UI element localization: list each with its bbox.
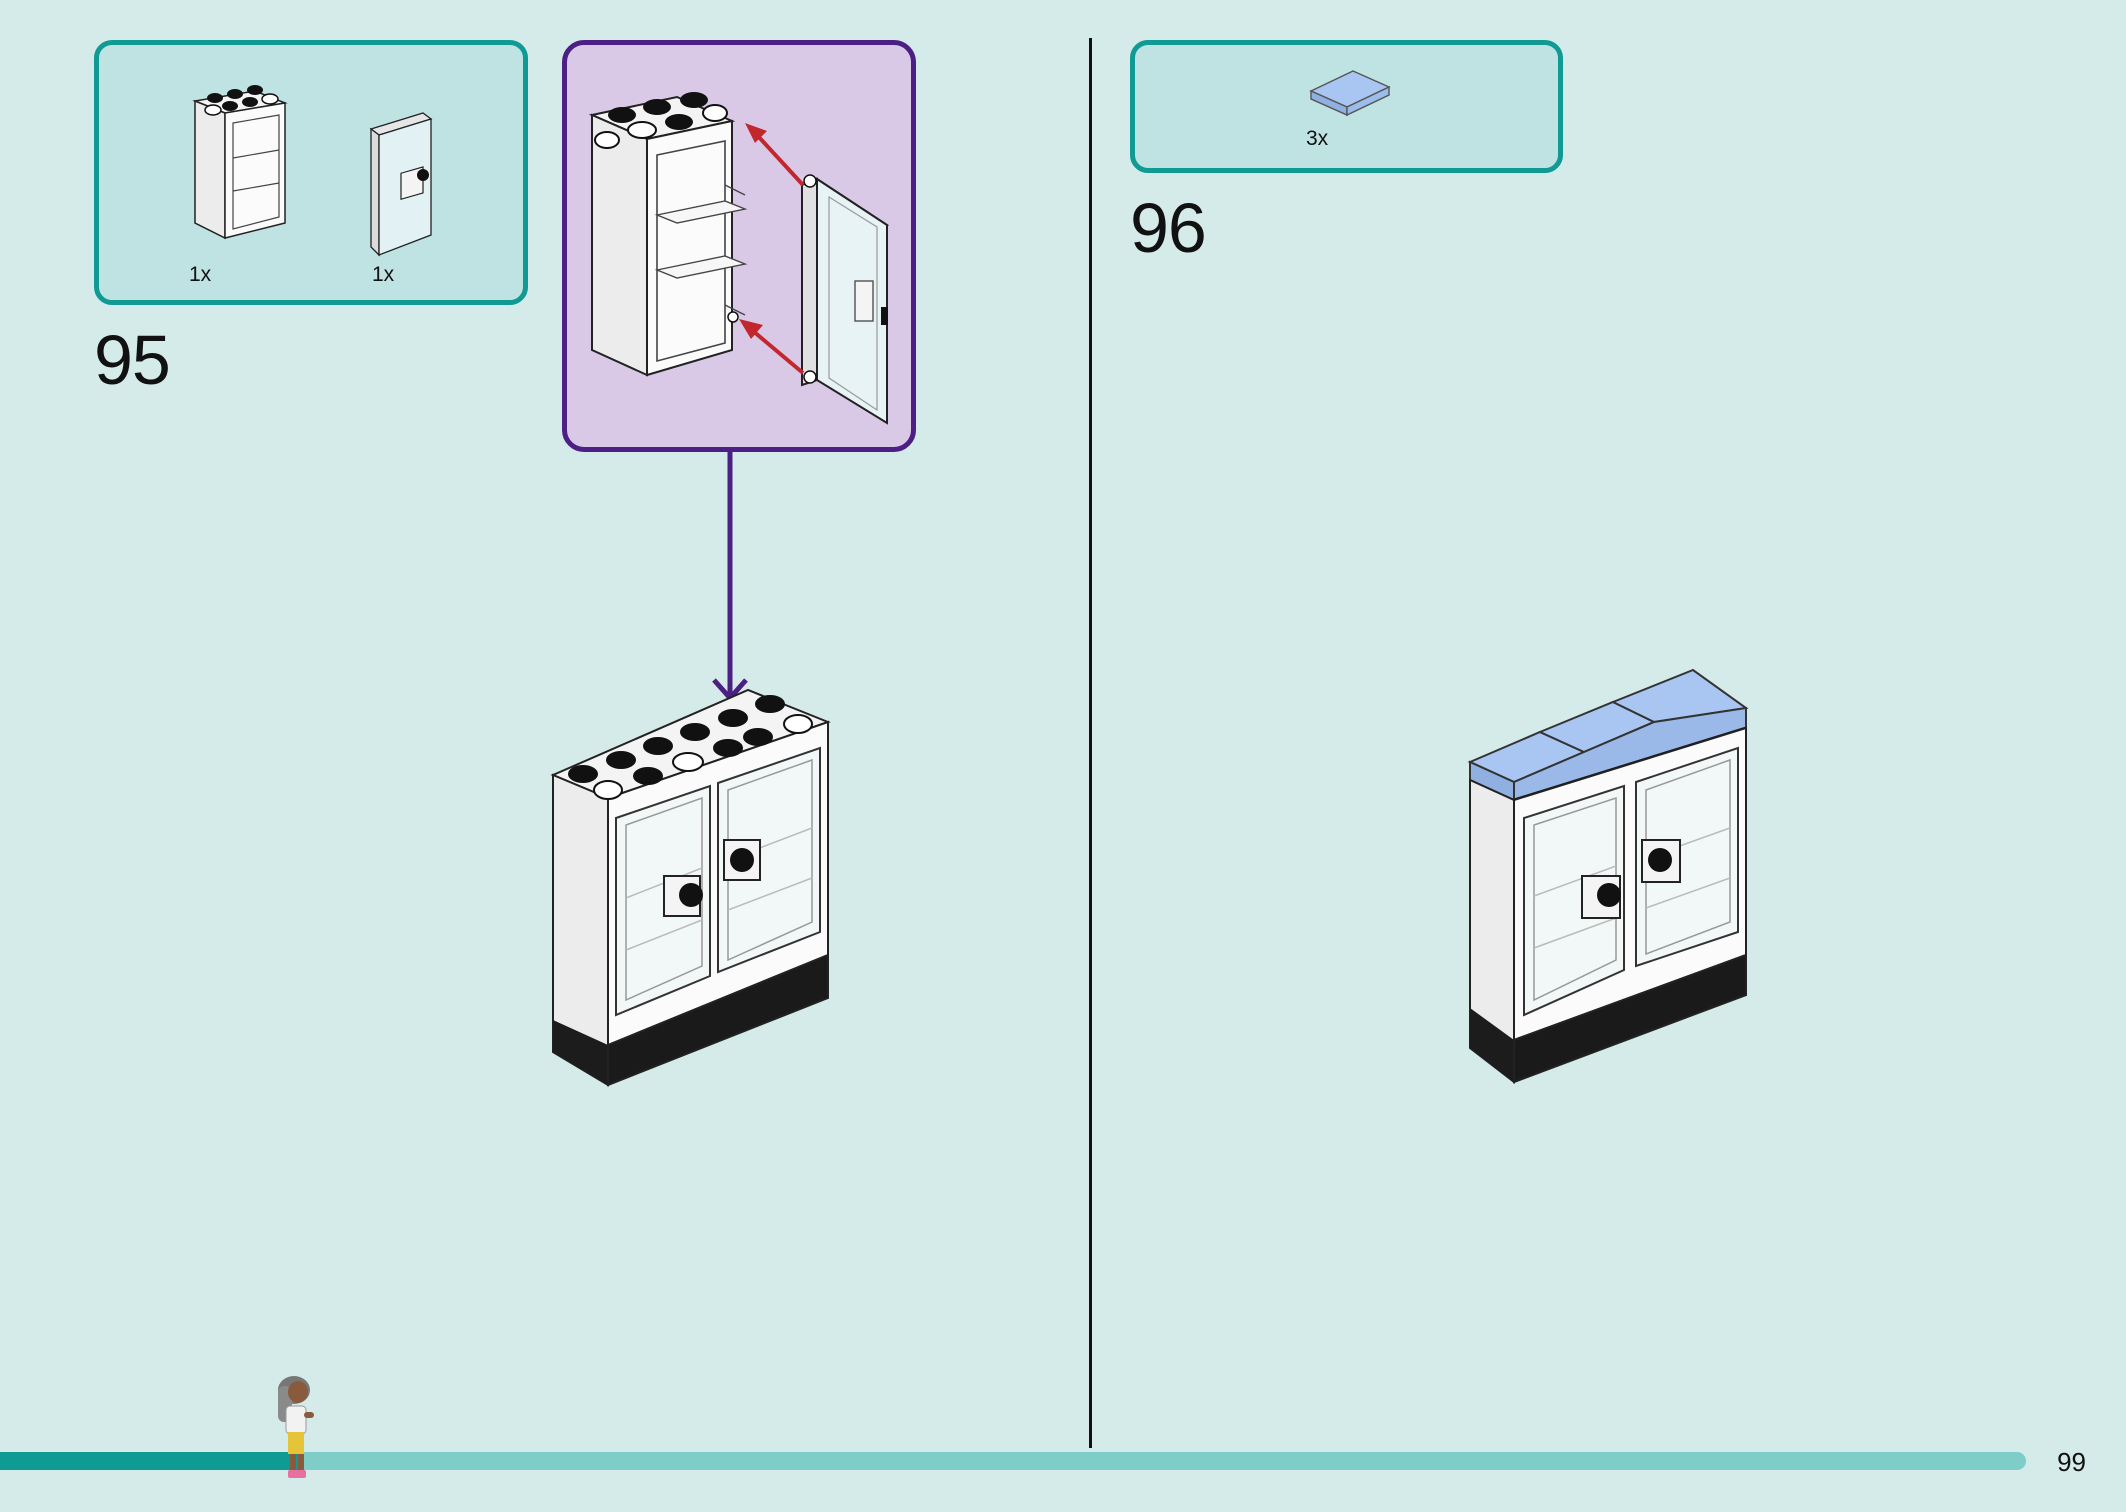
cabinet-frame-quantity: 1x [189,263,212,286]
page-divider [1089,38,1092,1448]
progress-bar-fill [0,1452,304,1470]
sub-assembly-callout [562,40,916,452]
door-attach-illustration [588,92,890,425]
page-number: 99 [2057,1447,2086,1477]
cabinet-frame-part-image [192,85,288,240]
step-number-96: 96 [1130,189,1207,267]
glass-door-quantity: 1x [372,263,395,286]
step-96-assembly-image [1467,668,1749,1085]
progress-bar [0,1452,2026,1470]
parts-list-step-96: 3x [1130,40,1563,173]
parts-list-step-95: 1x 1x [94,40,528,305]
step-95-assembly-image [550,688,831,1087]
blue-tile-quantity: 3x [1306,127,1329,150]
step-number-95: 95 [94,321,171,399]
minifigure-icon [278,1376,314,1478]
callout-connector-arrow [712,452,748,702]
blue-tile-part-image [1309,70,1391,117]
glass-door-part-image [369,112,433,257]
